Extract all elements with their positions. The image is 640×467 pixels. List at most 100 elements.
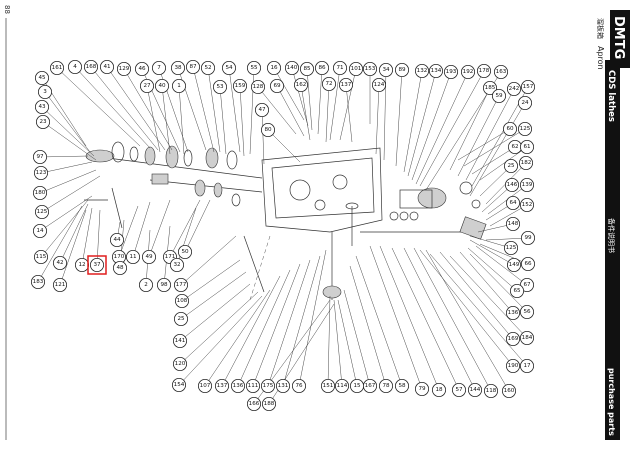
callout-number: 53 — [216, 84, 224, 90]
leader-line — [239, 85, 245, 157]
callout-76: 76 — [291, 378, 306, 393]
callout-number: 124 — [374, 82, 385, 88]
callout-circle — [154, 79, 169, 94]
callout-circle — [476, 64, 491, 79]
callout-125: 125 — [518, 122, 533, 137]
leader-line — [39, 195, 93, 232]
callout-number: 34 — [382, 67, 390, 73]
leader-line — [123, 68, 173, 151]
callout-circle — [509, 283, 524, 298]
leader-line — [415, 71, 469, 185]
callout-number: 80 — [264, 127, 272, 133]
callout-167: 167 — [362, 378, 377, 393]
leader-line — [403, 70, 423, 173]
callout-number: 43 — [38, 104, 46, 110]
callout-number: 125 — [520, 126, 531, 132]
callout-circle — [214, 378, 229, 393]
callout-number: 55 — [250, 65, 258, 71]
callout-number: 141 — [175, 338, 186, 344]
callout-number: 46 — [138, 66, 146, 72]
callout-circle — [334, 378, 349, 393]
callout-number: 140 — [287, 65, 298, 71]
callout-157: 157 — [521, 80, 536, 95]
callout-circle — [139, 79, 154, 94]
callout-number: 16 — [270, 65, 278, 71]
callout-185: 185 — [482, 81, 497, 96]
callout-circle — [113, 260, 128, 275]
leader-line — [467, 247, 518, 292]
callout-69: 69 — [269, 79, 284, 94]
callout-188: 188 — [261, 396, 276, 411]
callout-circle — [53, 277, 68, 292]
callout-128: 128 — [250, 80, 265, 95]
series-label: CDS lathes — [606, 70, 616, 122]
callout-66: 66 — [521, 256, 536, 271]
callout-78: 78 — [378, 378, 393, 393]
callout-53: 53 — [212, 80, 227, 95]
callout-number: 25 — [507, 163, 515, 169]
callout-64: 64 — [505, 195, 520, 210]
callout-number: 136 — [233, 383, 244, 389]
callout-number: 79 — [418, 386, 426, 392]
leader-line — [237, 269, 291, 387]
callout-circle — [293, 78, 308, 93]
callout-125: 125 — [503, 240, 518, 255]
callout-163: 163 — [493, 65, 508, 80]
callout-circle — [520, 304, 535, 319]
callout-45: 45 — [35, 71, 50, 86]
callout-number: 107 — [200, 383, 211, 389]
callout-number: 168 — [86, 64, 97, 70]
callout-85: 85 — [299, 62, 314, 77]
callout-180: 180 — [33, 185, 48, 200]
callout-182: 182 — [519, 155, 534, 170]
callout-circle — [171, 79, 186, 94]
callout-circle — [378, 63, 393, 78]
leader-line — [419, 249, 514, 367]
callout-circle — [117, 62, 132, 77]
callout-number: 180 — [35, 190, 46, 196]
callout-4: 4 — [68, 60, 83, 75]
callout-circle — [275, 378, 290, 393]
callout-circle — [299, 62, 314, 77]
callout-circle — [141, 249, 156, 264]
leader-line — [161, 85, 171, 155]
leader-line — [306, 68, 313, 131]
callout-circle — [171, 377, 186, 392]
callout-98: 98 — [156, 277, 171, 292]
callout-49: 49 — [141, 249, 156, 264]
leader-line — [44, 91, 91, 153]
callout-79: 79 — [414, 381, 429, 396]
callout-41: 41 — [100, 60, 115, 75]
callout-number: 152 — [522, 202, 533, 208]
leader-line — [118, 205, 139, 258]
callout-number: 52 — [204, 65, 211, 71]
callout-42: 42 — [53, 255, 68, 270]
callout-118: 118 — [483, 383, 498, 398]
callout-circle — [232, 79, 247, 94]
apron-assembly — [84, 141, 487, 301]
callout-number: 25 — [177, 316, 185, 322]
callout-number: 134 — [431, 68, 442, 74]
callout-123: 123 — [34, 165, 49, 180]
callout-circle — [503, 240, 518, 255]
callout-132: 132 — [414, 64, 429, 79]
page-number: 88 — [3, 5, 11, 14]
leader-line — [465, 88, 515, 181]
callout-number: 120 — [175, 361, 186, 367]
callout-circle — [50, 61, 65, 76]
callout-circle — [254, 103, 269, 118]
callout-number: 166 — [249, 401, 260, 407]
callout-circle — [431, 382, 446, 397]
callout-193: 193 — [443, 65, 458, 80]
callout-149: 149 — [506, 257, 521, 272]
callout-number: 76 — [295, 383, 303, 389]
leader-line — [469, 239, 515, 266]
callout-148: 148 — [505, 216, 520, 231]
callout-circle — [491, 89, 506, 104]
chinese-manual-label: 备件说明书 — [607, 218, 616, 253]
leader-line — [180, 235, 237, 286]
leader-line — [273, 67, 305, 121]
callout-circle — [245, 378, 260, 393]
leader-line — [300, 84, 311, 141]
callout-121: 121 — [53, 277, 68, 292]
